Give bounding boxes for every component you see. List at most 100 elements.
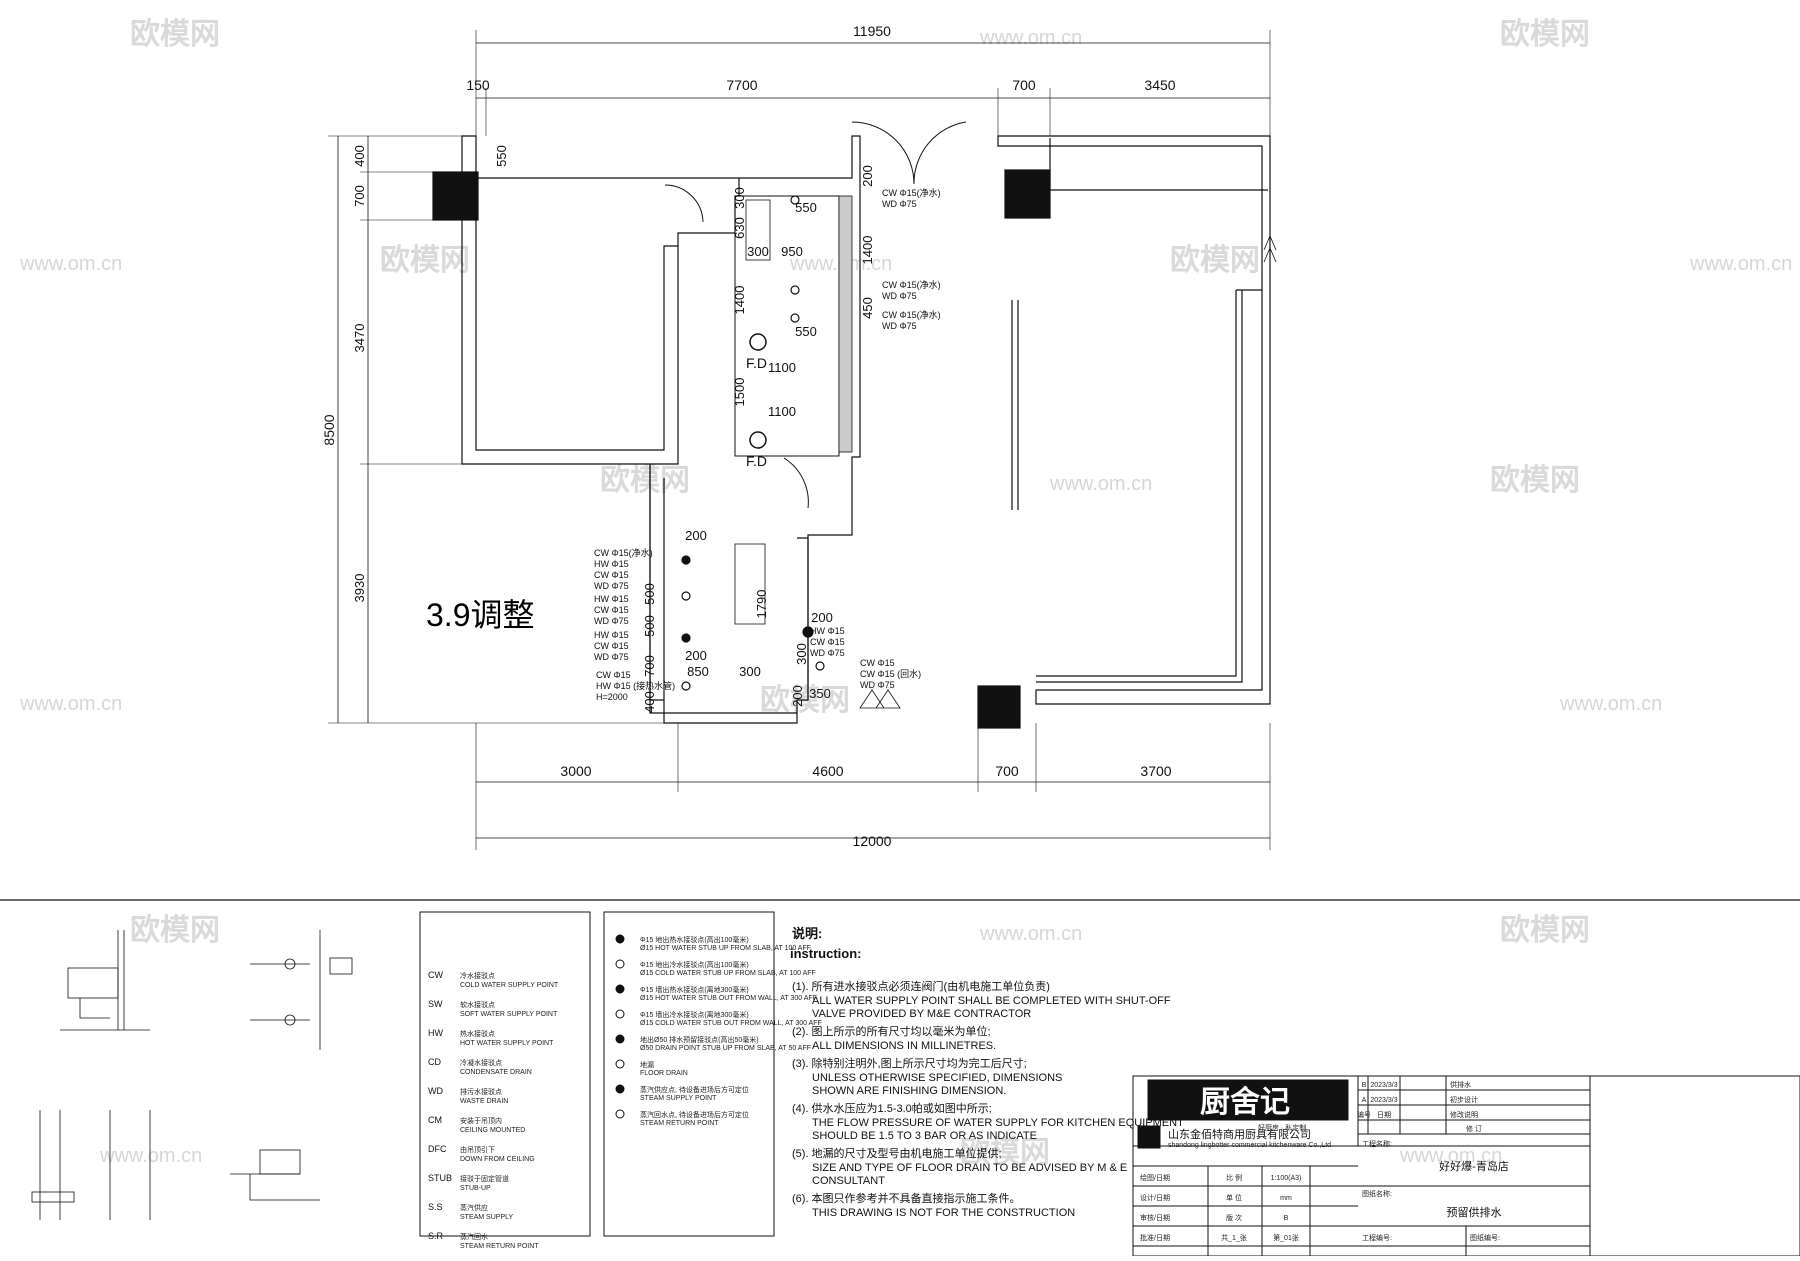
instruction-en: ALL WATER SUPPLY POINT SHALL BE COMPLETE… xyxy=(812,995,1171,1007)
symbol-mark xyxy=(615,1034,625,1044)
legend-en: WASTE DRAIN xyxy=(460,1098,508,1105)
instruction-cn: (3). 除特别注明外,图上所示尺寸均为完工后尺寸; xyxy=(792,1056,1027,1070)
sink-rack-lower xyxy=(734,543,766,625)
check-label: 审核/日期 xyxy=(1140,1213,1170,1222)
pipe-label: CW Φ15 xyxy=(860,658,895,668)
watermark-text: 欧模网 xyxy=(1490,464,1580,497)
sink-rack xyxy=(745,199,771,261)
symbol-mark xyxy=(615,1059,625,1069)
project-label: 工程名称: xyxy=(1362,1139,1392,1148)
scale-value: 1:100(A3) xyxy=(1271,1175,1302,1182)
dim-bottom-1: 3000 xyxy=(560,763,591,779)
symbol-cn: Φ15 地出热水接驳点(高出100毫米) xyxy=(640,935,749,944)
dim-left-overall: 8500 xyxy=(321,414,337,445)
symbol-mark xyxy=(615,1084,625,1094)
dim-b700: 700 xyxy=(642,655,657,677)
pipe-label: HW Φ15 xyxy=(594,594,629,604)
version-value: B xyxy=(1284,1215,1289,1222)
wall-lower xyxy=(649,464,797,714)
dim-b850: 850 xyxy=(687,664,709,679)
dim-a1100: 1100 xyxy=(768,360,796,375)
pipe-label: CW Φ15(净水) xyxy=(882,309,941,320)
pipe-label: CW Φ15(净水) xyxy=(882,187,941,198)
legend-code: HW xyxy=(428,1028,443,1038)
symbol-en: STEAM RETURN POINT xyxy=(640,1120,719,1127)
dim-left-2: 700 xyxy=(352,185,367,207)
pipe-label: CW Φ15 xyxy=(594,641,629,651)
symbol-mark xyxy=(615,934,625,944)
dim-bottom-2: 4600 xyxy=(812,763,843,779)
symbol-en: Ø15 HOT WATER STUB OUT FROM WALL, AT 300… xyxy=(640,995,817,1002)
legend-cn: 蒸汽供应 xyxy=(460,1203,488,1212)
dim-top-overall: 11950 xyxy=(853,23,891,39)
rev-header-no: 编号 xyxy=(1357,1110,1371,1119)
legend-en: COLD WATER SUPPLY POINT xyxy=(460,982,559,989)
unit-value: mm xyxy=(1280,1195,1292,1202)
symbol-cn: 蒸汽回水点, 待设备进场后方可定位 xyxy=(640,1110,749,1119)
pipe-label: CW Φ15 xyxy=(594,605,629,615)
pipe-label: WD Φ75 xyxy=(860,680,895,690)
floor-drain-label-1: F.D xyxy=(746,355,767,371)
dim-a450: 450 xyxy=(860,297,875,319)
dim-b500b: 500 xyxy=(642,615,657,637)
company-seal xyxy=(1137,1125,1161,1149)
drawing-label: 图纸名称: xyxy=(1362,1189,1392,1198)
symbol-en: STEAM SUPPLY POINT xyxy=(640,1095,717,1102)
instruction-cn: (1). 所有进水接驳点必须连阀门(由机电施工单位负责) xyxy=(792,979,1050,993)
dim-top-1: 150 xyxy=(466,77,490,93)
watermark-text: www.om.cn xyxy=(979,27,1082,49)
dim-b1790: 1790 xyxy=(754,590,769,619)
legend-code: WD xyxy=(428,1086,443,1096)
rev-header-date: 日期 xyxy=(1377,1111,1391,1119)
dim-b200d: 200 xyxy=(790,685,805,707)
legend-cn: 热水接驳点 xyxy=(460,1029,495,1038)
legend-en: HOT WATER SUPPLY POINT xyxy=(460,1040,554,1047)
dim-bottom-3: 700 xyxy=(995,763,1019,779)
instruction-en: UNLESS OTHERWISE SPECIFIED, DIMENSIONS xyxy=(812,1072,1062,1084)
legend-code: S.R xyxy=(428,1231,444,1241)
symbol-cn: Φ15 墙出热水接驳点(离地300毫米) xyxy=(640,985,749,994)
adjust-label: 3.9调整 xyxy=(426,597,535,633)
floor-plan xyxy=(328,30,1277,850)
pipe-label: CW Φ15 (回水) xyxy=(860,668,921,679)
project-no-label: 工程编号: xyxy=(1362,1233,1392,1242)
brand-slogan: 好厨房 · 私定制 xyxy=(1258,1123,1306,1132)
dim-a1100b: 1100 xyxy=(768,404,796,419)
legend-en: STEAM RETURN POINT xyxy=(460,1243,539,1250)
watermark-text: www.om.cn xyxy=(1559,693,1662,715)
symbol-en: Ø15 HOT WATER STUB UP FROM SLAB, AT 100 … xyxy=(640,945,811,952)
symbol-cn: 蒸汽供应点, 待设备进场后方可定位 xyxy=(640,1085,749,1094)
dim-b400: 400 xyxy=(642,691,657,713)
company-en: shandong lingbotter commercial kitchenwa… xyxy=(1168,1142,1331,1149)
watermark-text: www.om.cn xyxy=(19,253,122,275)
pipe-label: CW Φ15(净水) xyxy=(594,547,653,558)
legend-cn: 冷凝水接驳点 xyxy=(460,1058,502,1067)
instructions-title-cn: 说明: xyxy=(792,926,822,941)
legend-box xyxy=(419,911,591,1237)
column-3 xyxy=(977,685,1021,729)
watermark-text: 欧模网 xyxy=(130,914,220,947)
symbol-cn: 地漏 xyxy=(640,1060,654,1069)
brand-name: 厨舍记 xyxy=(1200,1085,1290,1119)
dim-a1400: 1400 xyxy=(732,286,747,315)
rev-date: 2023/3/3 xyxy=(1370,1097,1397,1104)
wall-outline xyxy=(461,135,861,724)
counter-l-inner xyxy=(1036,290,1243,683)
detail-sketch-4 xyxy=(230,1149,320,1201)
detail-sketch-3 xyxy=(31,1110,151,1220)
dim-b200c: 200 xyxy=(811,610,833,625)
legend-en: DOWN FROM CEILING xyxy=(460,1156,535,1163)
door-swing-1 xyxy=(851,121,915,185)
dim-a300b: 300 xyxy=(747,244,769,259)
approve-label: 批准/日期 xyxy=(1140,1233,1170,1242)
watermark-text: 欧模网 xyxy=(1500,18,1590,51)
pipe-label: HW Φ15 xyxy=(810,626,845,636)
floor-drain-label-2: F.D xyxy=(746,453,767,469)
instruction-en: THIS DRAWING IS NOT FOR THE CONSTRUCTION xyxy=(812,1207,1075,1219)
dim-a550: 550 xyxy=(494,145,509,167)
dim-left-4: 3930 xyxy=(352,574,367,603)
rev-no: B xyxy=(1362,1082,1367,1089)
pipe-label: CW Φ15(净水) xyxy=(882,279,941,290)
rev-header-desc: 修改说明 xyxy=(1450,1110,1478,1119)
